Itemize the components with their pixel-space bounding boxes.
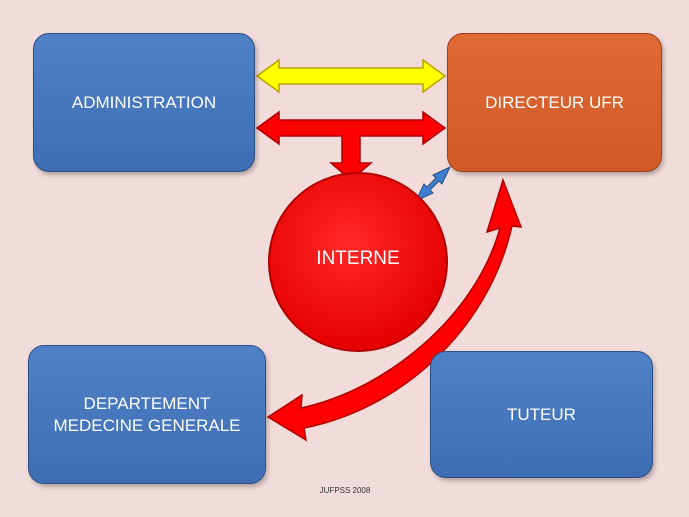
- admin-directeur-yellow-arrow: [255, 58, 447, 94]
- footer-credit: JUFPSS 2008: [319, 486, 371, 495]
- directeur-ufr-box: DIRECTEUR UFR: [447, 33, 662, 172]
- directeur-ufr-label: DIRECTEUR UFR: [485, 92, 624, 112]
- departement-label-line2: MEDECINE GENERALE: [53, 415, 241, 435]
- administration-label: ADMINISTRATION: [71, 92, 217, 112]
- tuteur-box: TUTEUR: [430, 351, 653, 478]
- tuteur-label: TUTEUR: [507, 404, 576, 424]
- departement-box: DEPARTEMENT MEDECINE GENERALE: [28, 345, 266, 484]
- interne-directeur-blue-arrow: [414, 165, 452, 203]
- interne-circle: [268, 172, 448, 352]
- interne-label: INTERNE: [316, 248, 400, 269]
- dept-directeur-curved-red-arrow: [266, 177, 523, 442]
- admin-directeur-interne-red-arrow: [255, 110, 447, 181]
- departement-label-line1: DEPARTEMENT: [83, 393, 211, 413]
- administration-box: ADMINISTRATION: [33, 33, 255, 172]
